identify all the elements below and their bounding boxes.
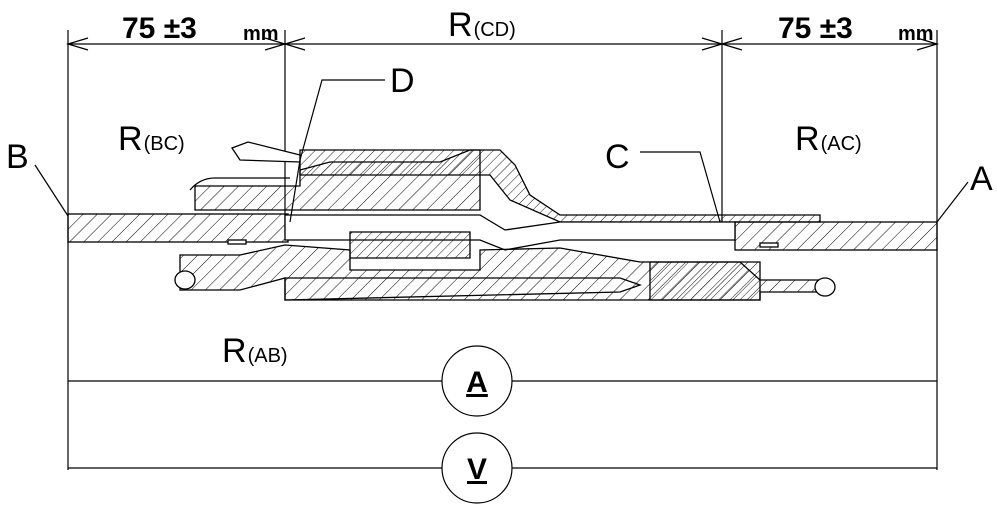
voltmeter-symbol: V [467,453,487,486]
resistance-bc-label: R(BC) [118,120,185,158]
left-terminal-detail [227,239,247,245]
right-dimension-unit: mm [898,23,934,45]
point-a-label: A [970,160,993,198]
resistance-ab-label: R(AB) [222,332,288,370]
point-b-label: B [6,138,29,176]
point-c-label: C [605,138,630,176]
voltmeter-circle [441,432,513,504]
spring-block [349,231,471,259]
right-dimension-label: 75 ±3 [778,12,853,45]
left-spring-arc [189,177,290,191]
dimension-arrowheads [65,37,940,51]
right-crimp-loop [814,277,836,297]
base-plate-outline [284,277,642,301]
middle-resistance-label: R(CD) [448,6,516,44]
right-terminal-detail [759,242,779,248]
ammeter-circle [441,345,513,417]
measuring-circuit [68,380,937,469]
left-crimp-loop [174,270,196,290]
resistance-ac-label: R(AC) [795,120,862,158]
voltmeter: V [441,432,513,504]
lever [231,141,301,163]
ammeter-symbol: A [466,366,488,399]
left-wire [67,213,289,243]
point-d-label: D [390,62,415,100]
left-dimension-unit: mm [243,23,279,45]
connector-cross-section [67,141,938,301]
ammeter: A [441,345,513,417]
right-housing-block [649,261,761,301]
point-leaders [34,79,969,223]
left-dimension-label: 75 ±3 [122,12,197,45]
dimension-lines [67,30,938,470]
latch [299,149,821,223]
